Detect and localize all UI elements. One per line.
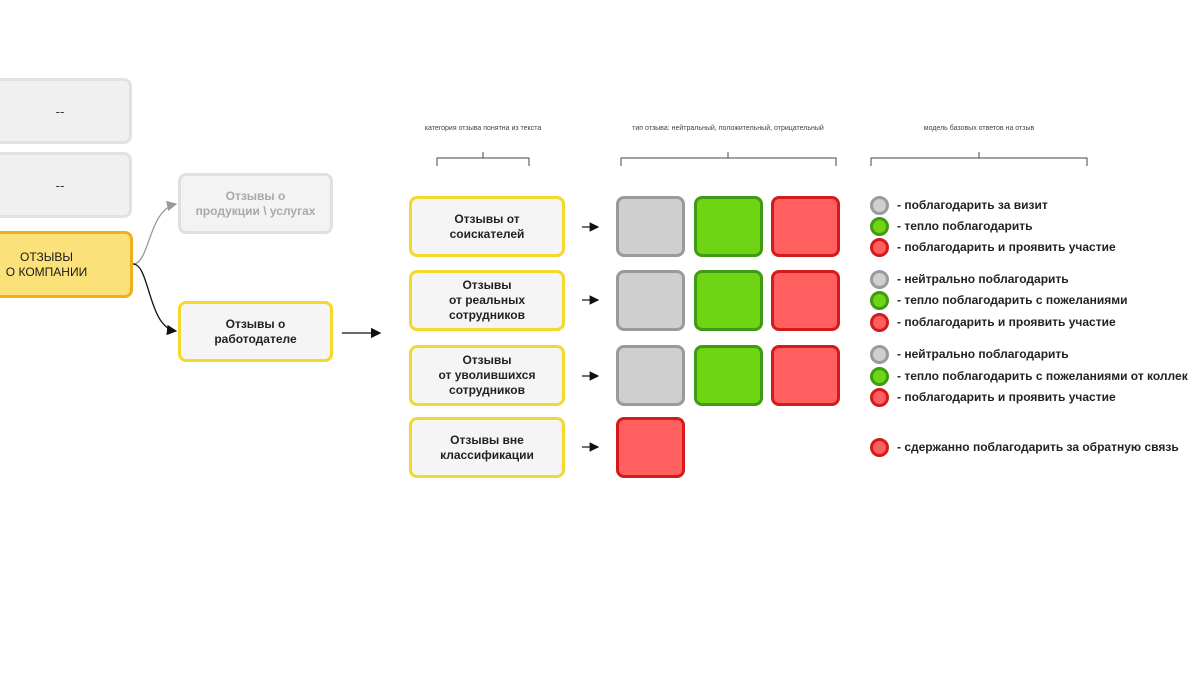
response-text: - тепло поблагодарить с пожеланиями [897, 293, 1128, 307]
products-reviews-label: Отзывы о продукции \ услугах [195, 188, 316, 218]
category-box-current-employees: Отзывы от реальных сотрудников [409, 270, 565, 331]
connector-to-products [132, 200, 178, 265]
response-text: - поблагодарить и проявить участие [897, 240, 1116, 254]
category-box-unclassified: Отзывы вне классификации [409, 417, 565, 478]
category-box-applicants: Отзывы от соискателей [409, 196, 565, 257]
response-text: - сдержанно поблагодарить за обратную св… [897, 440, 1179, 454]
brace-category [436, 152, 530, 166]
header-model: модель базовых ответов на отзыв [923, 125, 1035, 132]
products-reviews-box: Отзывы о продукции \ услугах [178, 173, 333, 234]
placeholder-box-1: -- [0, 78, 132, 144]
response-dot-negative [870, 313, 889, 332]
brace-type [620, 152, 837, 166]
type-square-positive [694, 270, 763, 331]
response-dot-positive [870, 217, 889, 236]
response-dot-positive [870, 291, 889, 310]
type-square-positive [694, 196, 763, 257]
type-square-negative [771, 345, 840, 406]
employer-reviews-label: Отзывы о работодателе [214, 316, 297, 346]
header-category: категория отзыва понятна из текста [424, 125, 542, 132]
response-text: - тепло поблагодарить с пожеланиями от к… [897, 369, 1188, 383]
category-label: Отзывы вне классификации [440, 432, 534, 462]
placeholder-box-2-label: -- [55, 177, 65, 193]
response-text: - поблагодарить и проявить участие [897, 390, 1116, 404]
response-dot-negative [870, 388, 889, 407]
response-text: - тепло поблагодарить [897, 219, 1033, 233]
type-square-neutral [616, 270, 685, 331]
response-dot-negative [870, 238, 889, 257]
category-label: Отзывы от соискателей [449, 211, 525, 241]
response-dot-negative [870, 438, 889, 457]
company-reviews-box: ОТЗЫВЫ О КОМПАНИИ [0, 231, 133, 298]
type-square-neutral [616, 345, 685, 406]
employer-reviews-box: Отзывы о работодателе [178, 301, 333, 362]
response-dot-neutral [870, 196, 889, 215]
type-square-negative [771, 270, 840, 331]
type-square-positive [694, 345, 763, 406]
response-dot-positive [870, 367, 889, 386]
response-text: - поблагодарить и проявить участие [897, 315, 1116, 329]
response-text: - поблагодарить за визит [897, 198, 1048, 212]
category-box-former-employees: Отзывы от уволившихся сотрудников [409, 345, 565, 406]
type-square-negative [771, 196, 840, 257]
type-square-neutral [616, 196, 685, 257]
type-square-negative [616, 417, 685, 478]
category-label: Отзывы от реальных сотрудников [448, 278, 526, 322]
response-text: - нейтрально поблагодарить [897, 347, 1069, 361]
connector-to-employer [132, 263, 178, 336]
response-text: - нейтрально поблагодарить [897, 272, 1069, 286]
company-reviews-label: ОТЗЫВЫ О КОМПАНИИ [5, 249, 88, 279]
response-dot-neutral [870, 270, 889, 289]
category-label: Отзывы от уволившихся сотрудников [438, 353, 536, 397]
response-dot-neutral [870, 345, 889, 364]
brace-model [870, 152, 1088, 166]
placeholder-box-1-label: -- [55, 103, 65, 119]
placeholder-box-2: -- [0, 152, 132, 218]
header-type: тип отзыва: нейтральный, положительный, … [632, 125, 824, 132]
